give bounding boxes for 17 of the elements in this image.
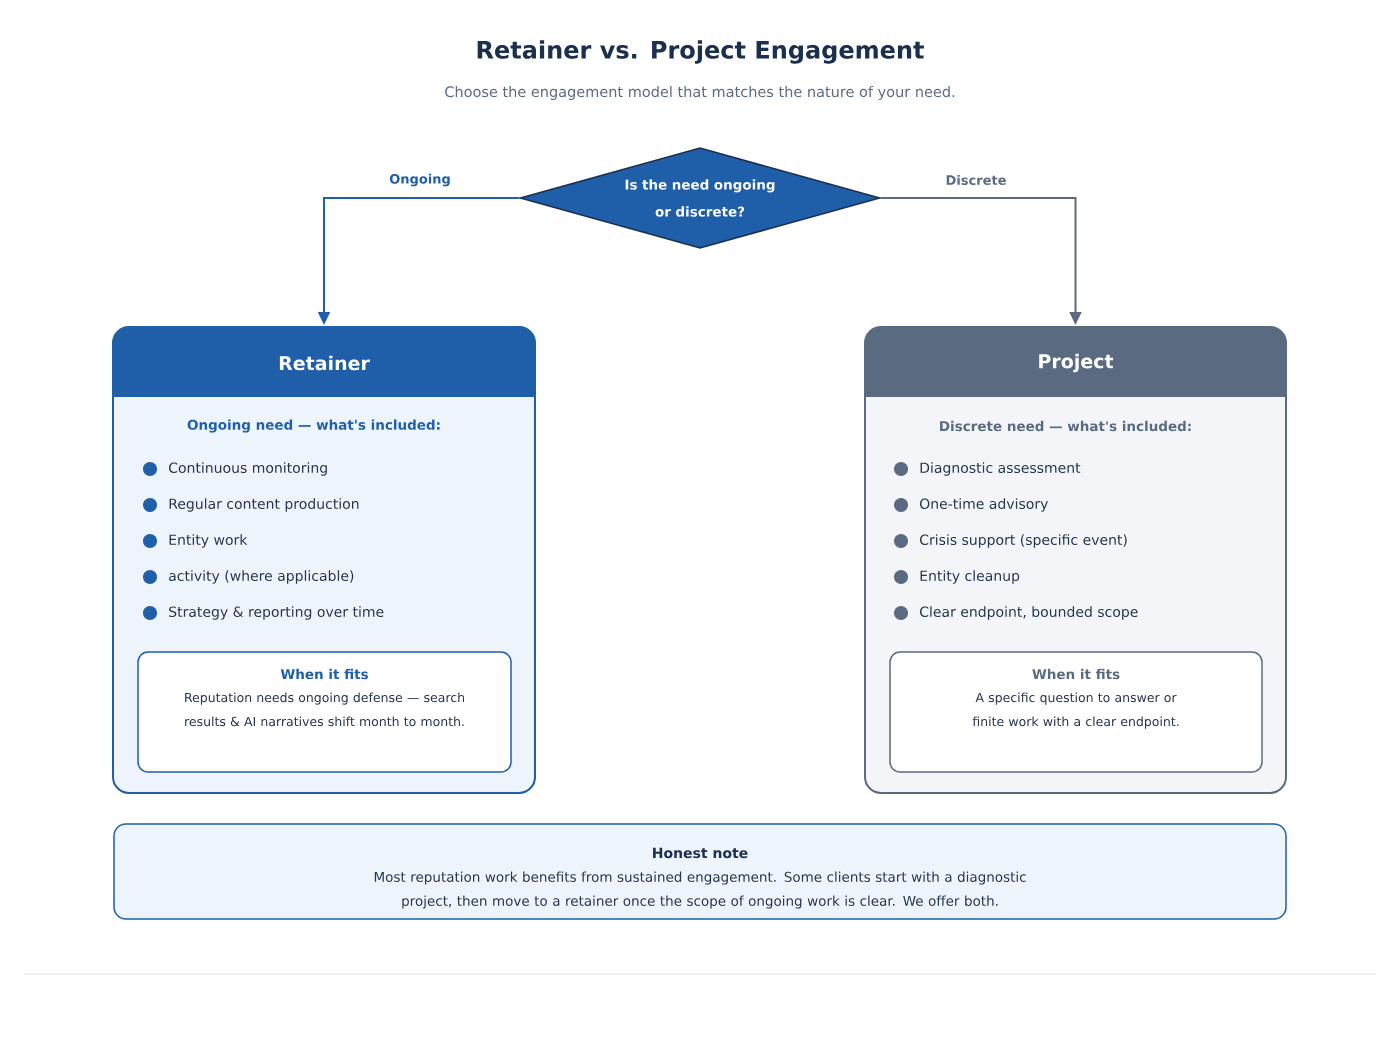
info-box: When it fits A specific question to answer or finite work with a clear endpoint. (889, 651, 1263, 773)
bullet-item: activity (where applicable) (143, 570, 354, 584)
edge-label: Discrete (946, 174, 1006, 185)
bullet-item: Entity work (143, 534, 248, 548)
title: Retainer vs. Project Engagement (477, 40, 924, 64)
bullet-item: Diagnostic assessment (894, 462, 1081, 476)
bullet-item: Crisis support (specific event) (894, 534, 1127, 548)
bullet-item: Regular content production (143, 498, 359, 512)
bullet-item: Strategy & reporting over time (143, 606, 384, 620)
bullet-item: Clear endpoint, bounded scope (894, 606, 1138, 620)
edge-label: Ongoing (389, 173, 450, 187)
info-box: When it fits Reputation needs ongoing defense — search results & AI narratives shift month to month. (137, 651, 512, 773)
bullet-item: Entity cleanup (894, 570, 1020, 584)
note-box: Honest note Most reputation work benefits from sustained engagement. Some clients start with a diagnostic project, then move to a retainer once the scope of ongoing work is clear. We offer both. (113, 823, 1287, 920)
bullet-item: Continuous monitoring (143, 462, 327, 476)
bullet-item: One-time advisory (894, 498, 1048, 512)
subtitle: Choose the engagement model that matches the nature of your need. (445, 85, 955, 100)
